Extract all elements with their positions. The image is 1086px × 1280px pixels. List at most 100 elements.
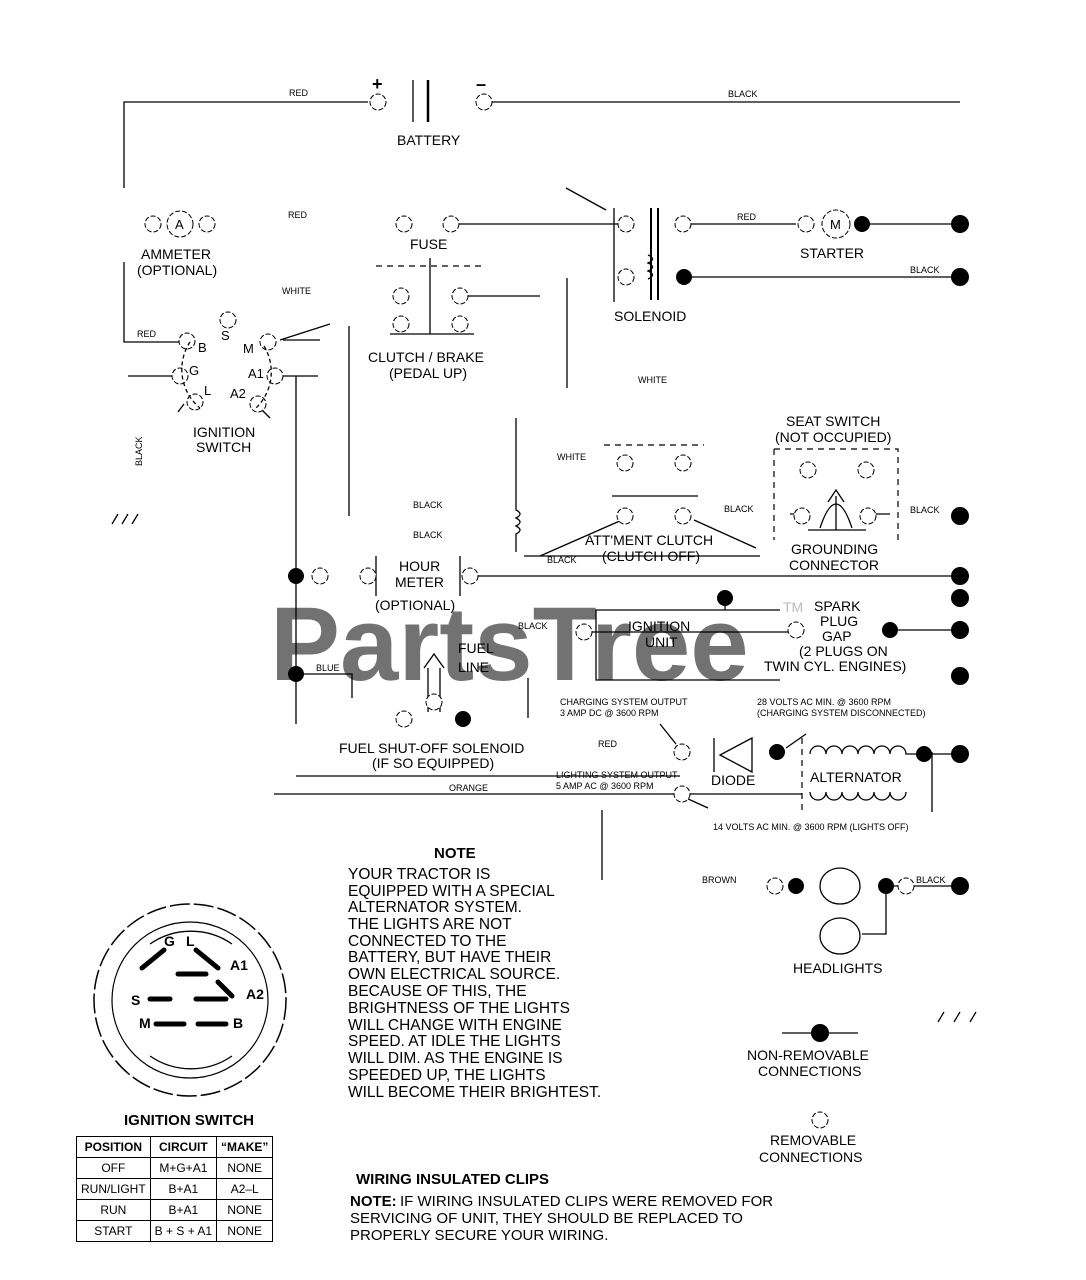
table-cell: RUN (76, 1199, 151, 1221)
wire-black-2: BLACK (910, 265, 940, 275)
note-line: THE LIGHTS ARE NOT (348, 916, 512, 933)
spark-plug-gap: GAP (822, 628, 852, 644)
hour-meter-label-2: METER (395, 574, 444, 590)
attachment-clutch-label: ATT'MENT CLUTCH (585, 532, 713, 548)
wire-black-5: BLACK (413, 530, 443, 540)
terminal-a2: A2 (230, 386, 246, 401)
wire-black-4: BLACK (413, 500, 443, 510)
note-line: YOUR TRACTOR IS (348, 866, 490, 883)
ammeter-label: AMMETER (141, 246, 211, 262)
table-cell: NONE (216, 1157, 274, 1179)
terminal-m: M (243, 341, 254, 356)
wiring-clips-note: WIRING INSULATED CLIPS NOTE: IF WIRING I… (350, 1171, 773, 1244)
table-cell: RUN/LIGHT (76, 1178, 151, 1200)
terminal-b: B (198, 340, 207, 355)
watermark: PartsTree (270, 586, 749, 703)
table-cell: B+A1 (149, 1199, 218, 1221)
alternator-label: ALTERNATOR (810, 769, 902, 785)
note-block: NOTE YOUR TRACTOR IS EQUIPPED WITH A SPE… (348, 845, 601, 1101)
wire-red-3: RED (737, 212, 757, 222)
spark-plug-note: (2 PLUGS ON (799, 643, 888, 659)
table-row: RUN/LIGHT B+A1 A2–L (76, 1178, 274, 1200)
fuse-label: FUSE (410, 236, 447, 252)
volts-14: 14 VOLTS AC MIN. @ 3600 RPM (LIGHTS OFF) (713, 822, 909, 832)
spark-plug-label-2: PLUG (820, 613, 858, 629)
clips-title: WIRING INSULATED CLIPS (356, 1171, 549, 1188)
ammeter-symbol: A (175, 217, 184, 232)
wire-orange: ORANGE (449, 783, 488, 793)
watermark-tm: TM (783, 599, 803, 615)
note-line: ALTERNATOR SYSTEM. (348, 899, 522, 916)
ignition-unit-label-2: UNIT (645, 634, 678, 650)
fuel-shutoff-sub: (IF SO EQUIPPED) (372, 755, 494, 771)
charging-output: CHARGING SYSTEM OUTPUT (560, 697, 688, 707)
note-line: BRIGHTNESS OF THE LIGHTS (348, 1000, 570, 1017)
ignition-switch-face: G L A1 S A2 M B (93, 903, 287, 1097)
wire-black-1: BLACK (728, 89, 758, 99)
clips-line-1: IF WIRING INSULATED CLIPS WERE REMOVED F… (400, 1193, 773, 1210)
ignition-table-title: IGNITION SWITCH (124, 1112, 254, 1129)
legend-non-removable-2: CONNECTIONS (758, 1063, 861, 1079)
wire-white-2: WHITE (638, 375, 667, 385)
clutch-brake-sub: (PEDAL UP) (389, 365, 467, 381)
note-line: WILL BECOME THEIR BRIGHTEST. (348, 1084, 601, 1101)
battery-minus: – (476, 74, 486, 94)
face-label-b: B (233, 1015, 243, 1031)
ignition-unit-label: IGNITION (628, 618, 690, 634)
face-label-a2: A2 (246, 986, 264, 1002)
wire-black-6: BLACK (724, 504, 754, 514)
table-row: RUN B+A1 NONE (76, 1199, 274, 1221)
table-row: OFF M+G+A1 NONE (76, 1157, 274, 1179)
face-label-l: L (186, 933, 195, 949)
wire-lines (111, 80, 977, 1034)
seat-switch-sub: (NOT OCCUPIED) (775, 429, 891, 445)
legend: NON-REMOVABLE CONNECTIONS REMOVABLE CONN… (747, 1047, 869, 1165)
hour-meter-optional: (OPTIONAL) (375, 597, 455, 613)
table-header-make: “MAKE” (216, 1136, 274, 1158)
note-line: CONNECTED TO THE (348, 933, 506, 950)
table-cell: OFF (76, 1157, 151, 1179)
wire-black-7: BLACK (910, 505, 940, 515)
grounding-connector-label: GROUNDING (791, 541, 878, 557)
face-label-a1: A1 (230, 957, 248, 973)
table-cell: B+A1 (149, 1178, 218, 1200)
attachment-clutch-sub: (CLUTCH OFF) (602, 548, 700, 564)
clips-line-2: SERVICING OF UNIT, THEY SHOULD BE REPLAC… (350, 1210, 743, 1227)
wire-black-10: BLACK (916, 875, 946, 885)
lighting-output: LIGHTING SYSTEM OUTPUT (556, 770, 678, 780)
clutch-brake-label: CLUTCH / BRAKE (368, 349, 484, 365)
seat-switch-label: SEAT SWITCH (786, 413, 880, 429)
charging-output-value: 3 AMP DC @ 3600 RPM (560, 708, 659, 718)
terminal-a1: A1 (248, 366, 264, 381)
note-line: WILL CHANGE WITH ENGINE (348, 1017, 562, 1034)
component-labels: + – BATTERY A AMMETER (OPTIONAL) FUSE M … (137, 74, 906, 976)
ignition-switch-label: IGNITION (193, 424, 255, 440)
removable-connectors (144, 93, 915, 1129)
ignition-switch-table: POSITION CIRCUIT “MAKE” OFF M+G+A1 NONE … (76, 1136, 274, 1242)
wire-white-1: WHITE (282, 286, 311, 296)
wire-blue: BLUE (316, 663, 340, 673)
volts-28-note: (CHARGING SYSTEM DISCONNECTED) (757, 708, 926, 718)
note-line: BECAUSE OF THIS, THE (348, 983, 527, 1000)
table-cell: A2–L (216, 1178, 274, 1200)
ammeter-optional: (OPTIONAL) (137, 262, 217, 278)
table-header-circuit: CIRCUIT (149, 1136, 218, 1158)
clips-line-3: PROPERLY SECURE YOUR WIRING. (350, 1227, 608, 1244)
wire-red-2: RED (288, 210, 308, 220)
face-label-g: G (164, 933, 175, 949)
terminal-g: G (189, 363, 199, 378)
note-line: EQUIPPED WITH A SPECIAL (348, 883, 555, 900)
legend-non-removable: NON-REMOVABLE (747, 1047, 869, 1063)
face-label-s: S (131, 992, 140, 1008)
grounding-connector-label-2: CONNECTOR (789, 557, 879, 573)
battery-plus: + (372, 74, 383, 94)
wire-black-9: BLACK (518, 621, 548, 631)
starter-symbol: M (830, 217, 841, 232)
clips-note-prefix: NOTE: (350, 1193, 397, 1210)
table-cell: NONE (216, 1199, 274, 1221)
table-cell: START (76, 1220, 151, 1242)
wire-labels: RED BLACK RED RED BLACK WHITE RED WHITE … (134, 88, 946, 885)
note-line: SPEED. AT IDLE THE LIGHTS (348, 1033, 561, 1050)
fuel-shutoff-label: FUEL SHUT-OFF SOLENOID (339, 740, 524, 756)
note-title: NOTE (434, 845, 476, 862)
